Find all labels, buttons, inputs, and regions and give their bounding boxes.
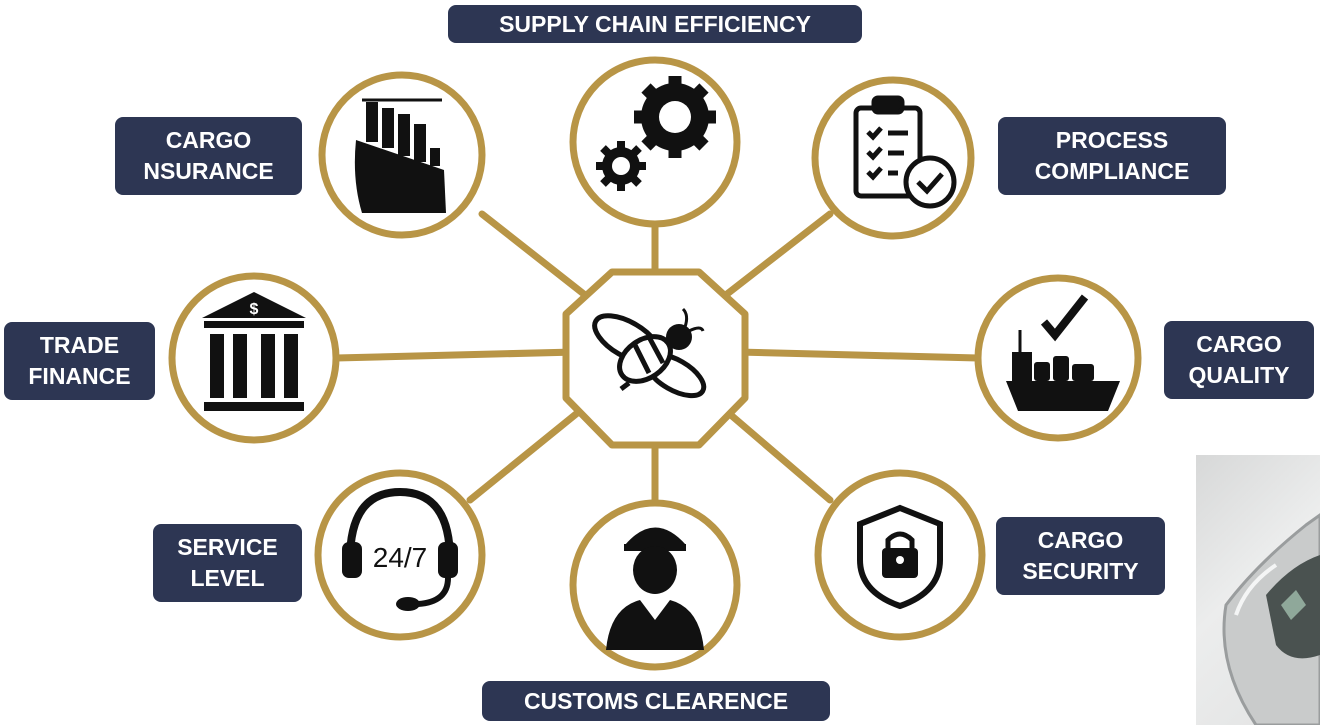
node-customs-clearence (569, 499, 741, 671)
label-cargo-insurance: CARGO NSURANCE (115, 117, 302, 195)
label-text: CARGO (1037, 527, 1124, 553)
node-cargo-insurance (318, 71, 486, 239)
label-supply-chain-efficiency: SUPPLY CHAIN EFFICIENCY (448, 5, 862, 43)
label-text: COMPLIANCE (1034, 158, 1190, 184)
bank-dollar-text: $ (250, 301, 259, 318)
label-cargo-security: CARGO SECURITY (996, 517, 1165, 595)
label-text: QUALITY (1188, 362, 1290, 388)
headset-24-7-text: 24/7 (373, 542, 428, 573)
bank-icon: $ (202, 292, 306, 411)
label-text: CUSTOMS CLEARENCE (523, 687, 789, 714)
label-service-level: SERVICE LEVEL (153, 524, 302, 602)
label-process-compliance: PROCESS COMPLIANCE (998, 117, 1226, 195)
label-trade-finance: TRADE FINANCE (4, 322, 155, 400)
label-text: PROCESS (1055, 127, 1169, 153)
gears-icon (596, 76, 716, 191)
photo-shape (1222, 513, 1320, 725)
label-text: LEVEL (190, 565, 265, 591)
customs-officer-icon (606, 527, 704, 650)
bee-icon (592, 307, 707, 399)
label-cargo-quality: CARGO QUALITY (1164, 321, 1314, 399)
label-text: FINANCE (28, 363, 131, 389)
shield-lock-icon (857, 504, 943, 610)
label-text: CARGO (1196, 331, 1282, 357)
hub-octagon (562, 268, 749, 449)
label-text: NSURANCE (143, 158, 274, 184)
node-supply-chain-efficiency (569, 56, 741, 228)
clipboard-check-icon (853, 95, 957, 209)
label-text: CARGO (165, 127, 252, 153)
container-ship-icon (354, 98, 446, 213)
node-trade-finance: $ (168, 272, 340, 444)
label-text: TRADE (39, 332, 120, 358)
product-photo-fragment (1196, 455, 1320, 725)
node-cargo-quality (974, 274, 1142, 442)
label-text: SECURITY (1022, 558, 1139, 584)
node-process-compliance (811, 76, 975, 240)
label-text: SUPPLY CHAIN EFFICIENCY (499, 10, 811, 37)
headset-24-7-icon: 24/7 (342, 487, 458, 611)
node-service-level: 24/7 (314, 469, 486, 641)
cargo-ship-check-icon (1006, 294, 1120, 411)
label-customs-clearence: CUSTOMS CLEARENCE (482, 681, 830, 721)
label-text: SERVICE (177, 534, 278, 560)
node-cargo-security (814, 469, 986, 641)
